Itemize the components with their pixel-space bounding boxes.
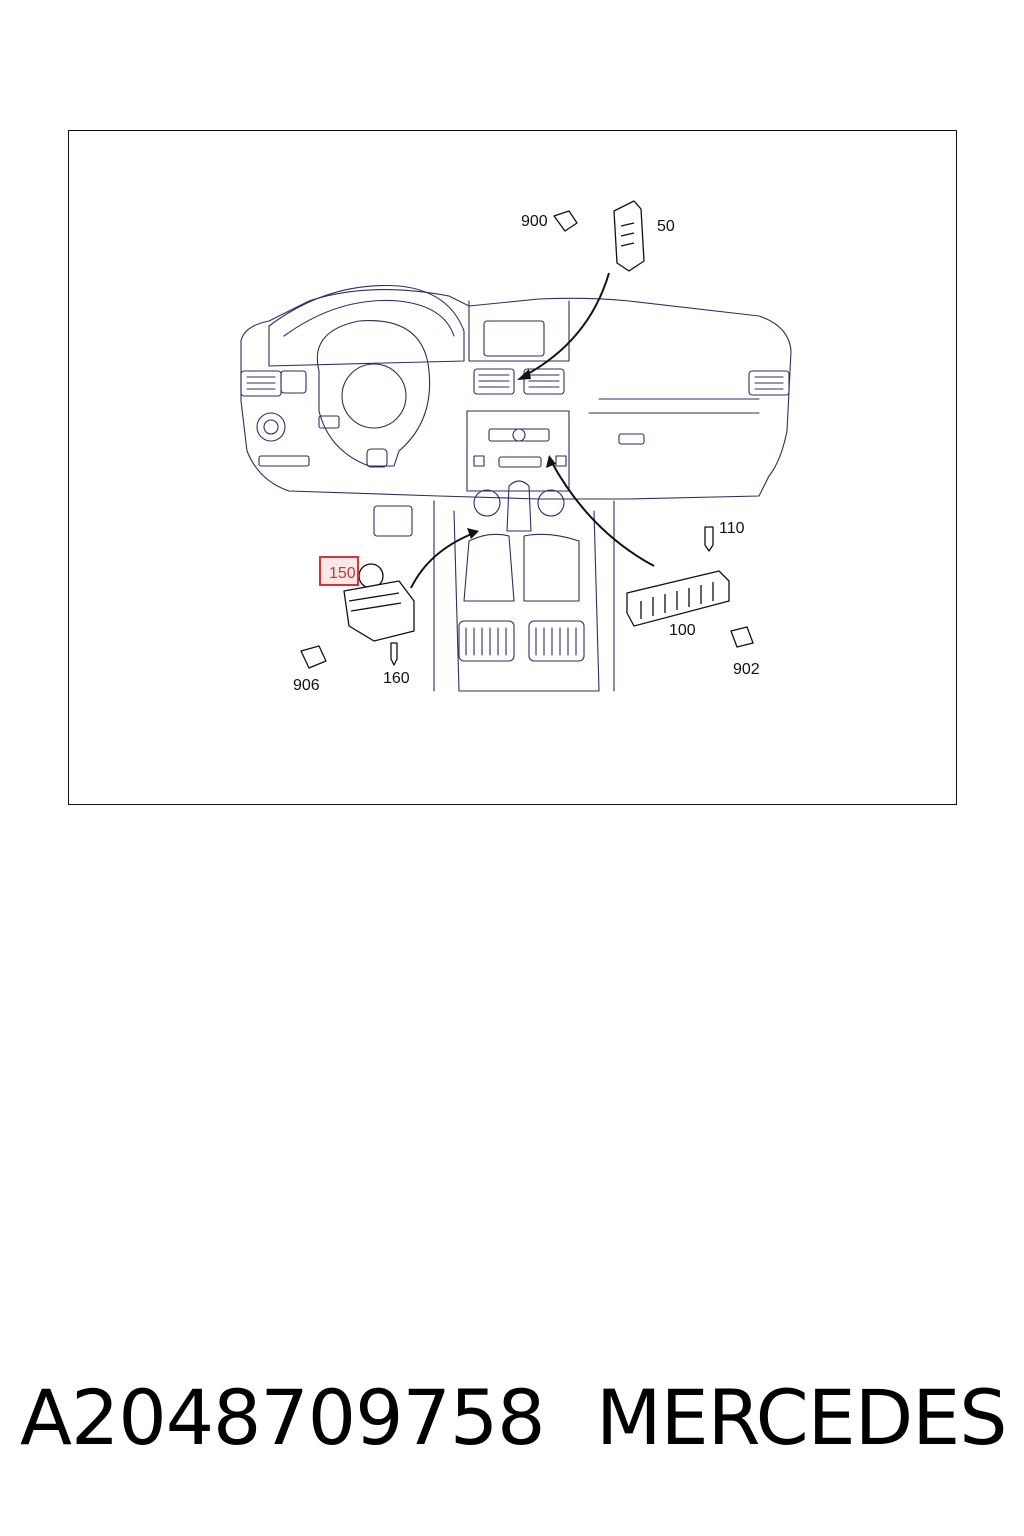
part-100-panel bbox=[626, 570, 730, 627]
center-vent-left bbox=[473, 368, 515, 395]
arrowhead-50 bbox=[517, 369, 531, 380]
dashboard-exploded-view bbox=[240, 200, 792, 692]
arrowhead-100 bbox=[546, 455, 556, 468]
center-vent-right bbox=[523, 368, 565, 395]
left-inner-vent bbox=[280, 370, 307, 394]
part-900-connector bbox=[553, 210, 578, 232]
part-160-screw bbox=[390, 642, 398, 666]
footer-caption: A2048709758 MERCEDES bbox=[0, 1368, 1024, 1478]
gear-lever bbox=[506, 480, 532, 532]
rear-vent-right bbox=[528, 620, 585, 662]
callout-900: 900 bbox=[521, 213, 548, 230]
part-150-body bbox=[343, 580, 415, 642]
arrow-50 bbox=[523, 272, 610, 377]
center-stack bbox=[466, 410, 570, 492]
callout-160: 160 bbox=[383, 670, 410, 687]
part-50-switch bbox=[613, 200, 645, 272]
instrument-hood bbox=[268, 284, 465, 367]
steering-wheel-hub bbox=[341, 363, 407, 429]
diagram-frame: 900 50 110 150 100 906 160 902 bbox=[68, 130, 957, 805]
arrow-150 bbox=[410, 532, 475, 589]
callout-50: 50 bbox=[657, 218, 675, 235]
brand-name: MERCEDES bbox=[596, 1373, 1007, 1462]
arrowhead-150 bbox=[467, 528, 479, 539]
steering-wheel-rim bbox=[316, 320, 431, 467]
center-console bbox=[453, 510, 600, 692]
pedal bbox=[373, 505, 413, 537]
console-knob-right bbox=[537, 489, 565, 517]
callout-100: 100 bbox=[669, 622, 696, 639]
part-906-connector bbox=[300, 645, 327, 669]
callout-110: 110 bbox=[719, 520, 745, 537]
arrow-100 bbox=[550, 460, 655, 567]
right-outer-vent bbox=[748, 370, 790, 396]
part-number: A2048709758 bbox=[20, 1373, 546, 1462]
rear-vent-left bbox=[458, 620, 515, 662]
callout-150-highlighted[interactable]: 150 bbox=[319, 556, 359, 586]
glovebox-handle bbox=[618, 433, 645, 445]
center-display bbox=[483, 320, 545, 357]
callout-906: 906 bbox=[293, 677, 320, 694]
part-110-screw bbox=[704, 526, 714, 552]
part-902-connector bbox=[730, 626, 754, 648]
light-switch bbox=[256, 412, 286, 442]
callout-902: 902 bbox=[733, 661, 760, 678]
console-knob-left bbox=[473, 489, 501, 517]
